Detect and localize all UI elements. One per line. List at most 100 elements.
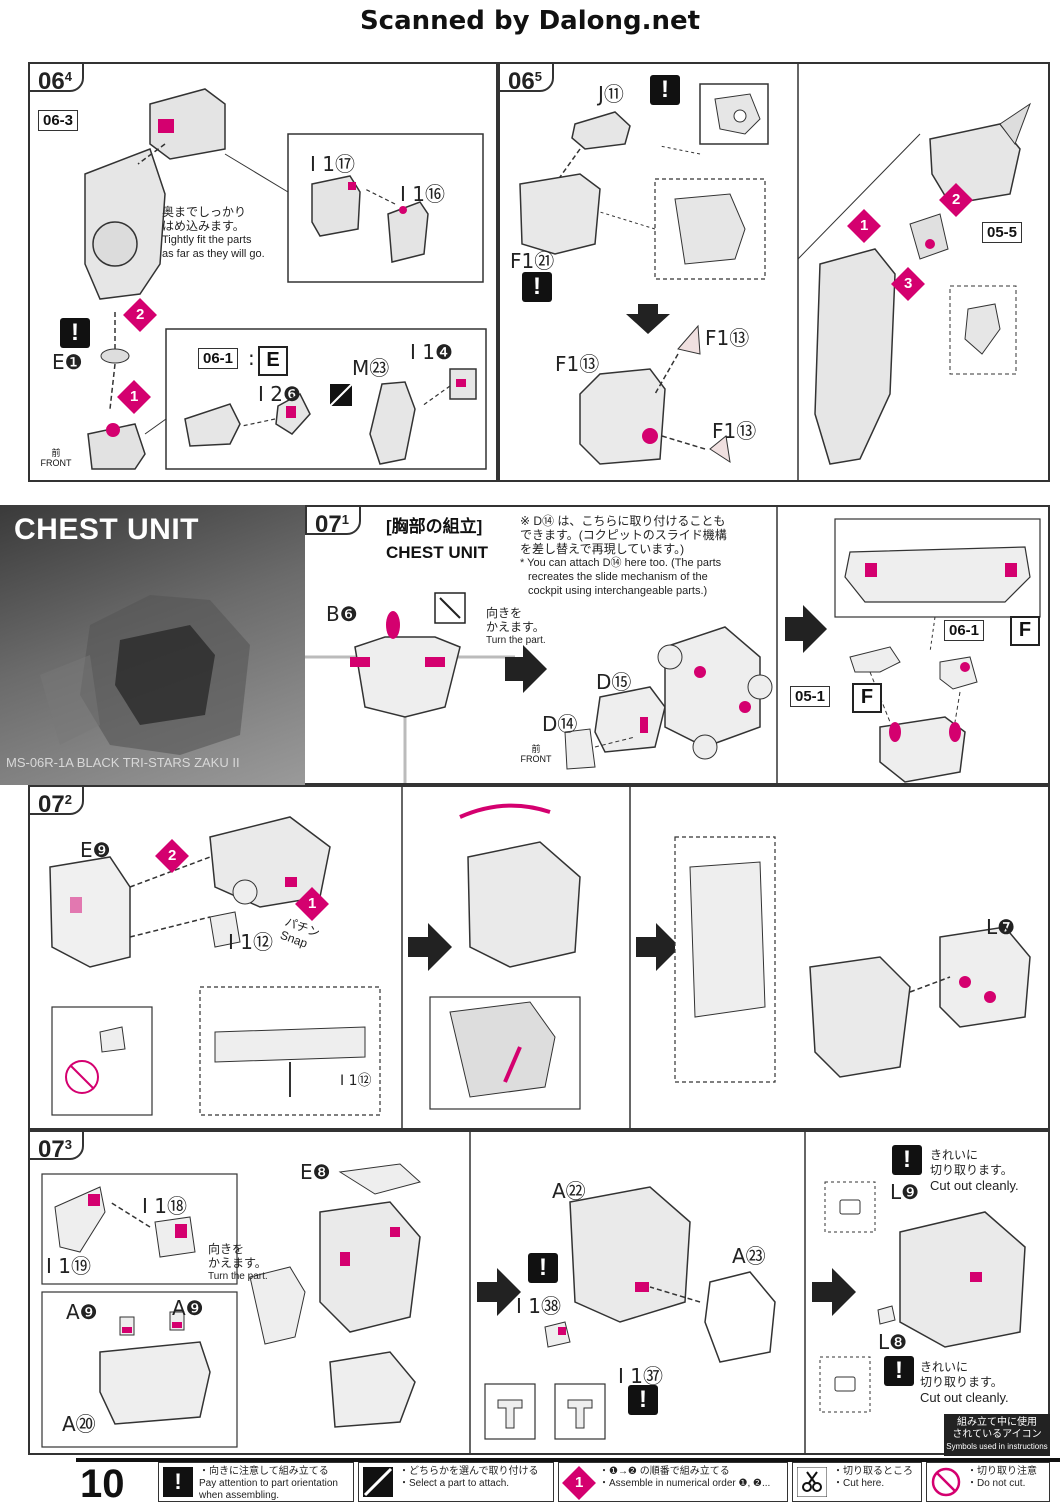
part-d15: D⑮ <box>596 670 632 694</box>
model-name: MS-06R-1A BLACK TRI-STARS ZAKU II <box>6 755 240 770</box>
ref-06-1: 06-1 <box>198 348 239 369</box>
front-jp: 前 <box>531 744 541 754</box>
legend-en-1: ・Select a part to attach. <box>399 1478 510 1489</box>
part-i1-18: I 1⑱ <box>142 1194 187 1218</box>
panel-07-2-illustration <box>49 787 1031 1128</box>
title-en: CHEST UNIT <box>386 543 488 562</box>
part-m23: M㉓ <box>352 356 390 380</box>
step-07-2-label: 072 <box>28 785 84 818</box>
step-sub: 1 <box>341 512 349 527</box>
step-number: 07 <box>315 511 342 538</box>
chest-unit-title: CHEST UNIT <box>14 513 199 546</box>
part-e1: E❶ <box>52 350 83 374</box>
legend-en-1: ・Assemble in numerical order ❶, ❷... <box>599 1478 771 1489</box>
step-number: 07 <box>38 791 65 818</box>
part-f1-21: F1㉑ <box>510 249 555 273</box>
page-number: 10 <box>80 1462 125 1506</box>
note-jp-2: はめ込みます。 <box>162 219 245 233</box>
turn-jp-1: 向きを <box>208 1242 245 1256</box>
warning-icon: ! <box>650 75 680 105</box>
legend-numerical-order: 1 ・❶→❷ の順番で組み立てる ・Assemble in numerical … <box>558 1462 788 1502</box>
part-i1-12-b: I 1⑫ <box>340 1073 372 1089</box>
part-i1-16: I 1⑯ <box>400 182 445 206</box>
warning-icon: ! <box>163 1467 193 1497</box>
scissors-icon <box>797 1467 827 1497</box>
warning-icon: ! <box>884 1356 914 1386</box>
front-en: FRONT <box>40 458 72 468</box>
zaku-silhouette <box>40 595 250 755</box>
note-en-1: Tightly fit the parts <box>162 234 252 246</box>
part-a9-a: A❾ <box>66 1300 98 1324</box>
part-a9-b: A❾ <box>172 1296 204 1320</box>
warning-icon: ! <box>60 318 90 348</box>
part-i1-17: I 1⑰ <box>310 152 355 176</box>
step-sub: 5 <box>534 69 542 84</box>
legend-jp: ・切り取るところ <box>833 1466 913 1477</box>
legend-select-part: ・どちらかを選んで取り付ける ・Select a part to attach. <box>358 1462 554 1502</box>
legend-cut-here: ・切り取るところ ・Cut here. <box>792 1462 922 1502</box>
legend-en-1: ・Do not cut. <box>967 1478 1026 1489</box>
step-06-4-label: 064 <box>28 62 84 95</box>
ref-06-1: 06-1 <box>944 620 985 641</box>
turn-jp-2: かえます。 <box>208 1256 267 1270</box>
part-i1-12: I 1⑫ <box>228 930 273 954</box>
part-a20: A⑳ <box>62 1412 96 1436</box>
watermark: Scanned by Dalong.net <box>359 6 701 36</box>
ref-06-3: 06-3 <box>38 110 79 131</box>
panel-07-3 <box>28 1130 1050 1455</box>
panel-07-1-illustration <box>305 507 1041 783</box>
part-i1-19: I 1⑲ <box>46 1254 91 1278</box>
note-cut-cleanly-bottom: きれいに 切り取ります。 Cut out cleanly. <box>920 1360 1009 1405</box>
page-bar <box>76 1458 1060 1462</box>
warning-icon: ! <box>522 272 552 302</box>
symbols-jp-1: 組み立て中に使用 <box>957 1417 1037 1428</box>
step-sub: 4 <box>64 69 72 84</box>
step-07-1-label: 071 <box>305 505 361 538</box>
turn-jp-2: かえます。 <box>486 620 545 634</box>
legend-orientation: ! ・向きに注意して組み立てる Pay attention to part or… <box>158 1462 354 1502</box>
legend-en-1: Pay attention to part orientation <box>199 1478 338 1489</box>
clean-en: Cut out cleanly. <box>930 1178 1019 1193</box>
part-l7: L❼ <box>986 915 1016 939</box>
ref-letter-f: F <box>1010 616 1040 646</box>
symbols-jp-2: されているアイコン <box>952 1429 1042 1440</box>
front-jp: 前 <box>51 448 61 458</box>
part-d14: D⑭ <box>542 712 578 736</box>
order-1-icon: 1 <box>562 1466 596 1500</box>
turn-jp-1: 向きを <box>486 606 523 620</box>
legend-jp: ・切り取り注意 <box>967 1466 1037 1477</box>
warning-icon: ! <box>892 1145 922 1175</box>
turn-en: Turn the part. <box>208 1271 268 1282</box>
panel-06-5 <box>498 62 1050 482</box>
legend-en-1: ・Cut here. <box>833 1478 885 1489</box>
part-e8: E❽ <box>300 1160 331 1184</box>
ref-letter-f: F <box>852 683 882 713</box>
part-a22: A㉒ <box>552 1179 586 1203</box>
part-e9: E❾ <box>80 838 111 862</box>
step-sub: 2 <box>64 792 72 807</box>
ref-05-1: 05-1 <box>790 686 831 707</box>
step-07-3-label: 073 <box>28 1130 84 1163</box>
note-cut-cleanly-top: きれいに 切り取ります。 Cut out cleanly. <box>930 1148 1019 1193</box>
panel-07-1 <box>305 505 1050 785</box>
ref-letter-e: E <box>258 346 288 376</box>
part-i2-6: I 2❻ <box>258 382 301 406</box>
legend-do-not-cut: ・切り取り注意 ・Do not cut. <box>926 1462 1050 1502</box>
part-i1-38: I 1㊳ <box>516 1294 561 1318</box>
part-l9: L❾ <box>890 1180 920 1204</box>
note-fit-parts: 奥までしっかり はめ込みます。 Tightly fit the parts as… <box>162 205 265 261</box>
clean-jp-2: 切り取ります。 <box>930 1163 1013 1177</box>
part-a23: A㉓ <box>732 1244 766 1268</box>
select-part-icon <box>363 1467 393 1497</box>
legend-en-2: when assembling. <box>199 1490 280 1501</box>
symbols-en: Symbols used in instructions <box>946 1442 1048 1451</box>
step-number: 06 <box>38 68 65 95</box>
note-jp-1: 奥までしっかり <box>162 205 247 219</box>
note-en-2: recreates the slide mechanism of the <box>528 571 708 583</box>
panel-07-2 <box>28 785 1050 1130</box>
panel-06-5-illustration <box>519 64 1032 480</box>
note-en-3: cockpit using interchangeable parts.) <box>528 585 708 597</box>
note-jp-3: を差し替えで再現しています。) <box>520 542 685 556</box>
note-en-1: * You can attach D⑭ here too. (The parts <box>520 557 722 569</box>
ref-05-5: 05-5 <box>982 222 1023 243</box>
